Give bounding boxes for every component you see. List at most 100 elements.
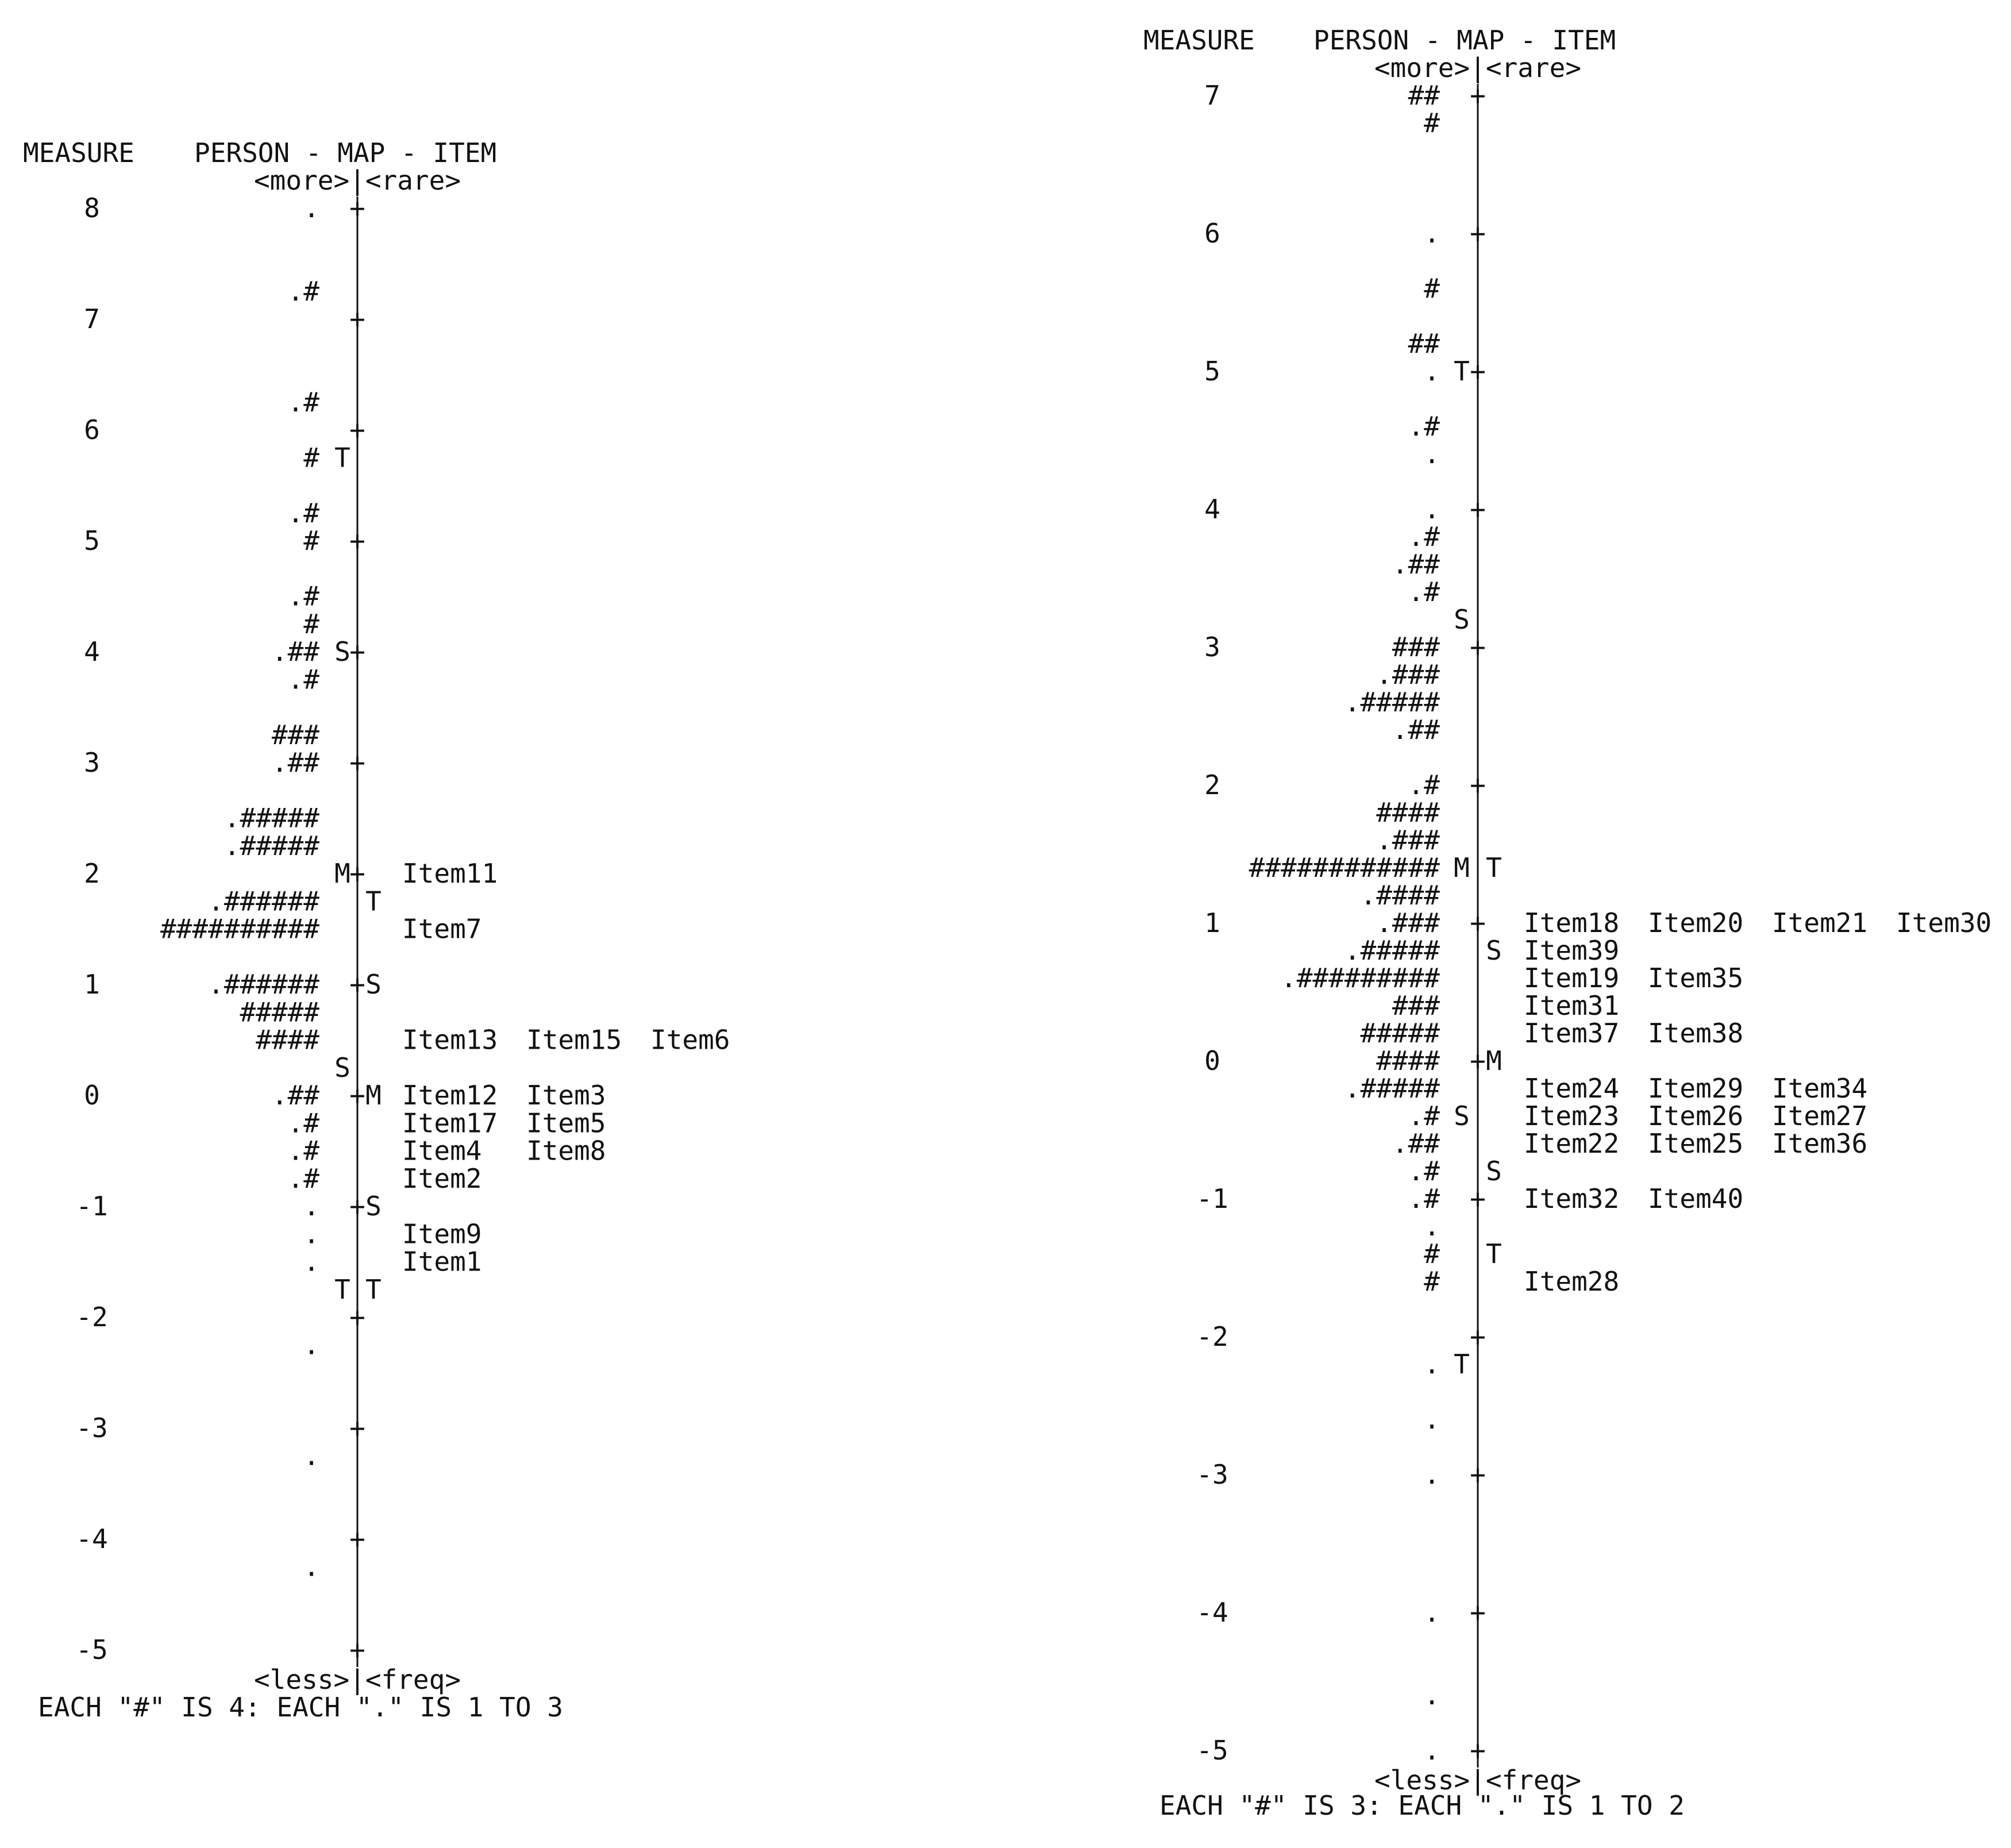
measure-tick-label: -5 — [76, 1634, 107, 1665]
person-distribution: # — [1424, 107, 1440, 138]
person-distribution: .## — [1392, 1128, 1440, 1159]
measure-tick-label: 0 — [84, 1080, 100, 1111]
person-distribution: . — [303, 1246, 319, 1277]
scale-footnote: EACH "#" IS 4: EACH "." IS 1 TO 3 — [38, 1692, 563, 1723]
measure-tick-label: 1 — [1204, 907, 1220, 938]
item-label: Item29 — [1648, 1073, 1743, 1104]
axis-tick-mark: + — [1470, 769, 1486, 800]
person-distribution: .# — [288, 276, 320, 307]
person-distribution: #### — [256, 1025, 319, 1056]
person-distribution: . — [1424, 356, 1440, 387]
person-stat-marker: S — [1454, 1100, 1470, 1131]
person-distribution: .# — [288, 1135, 320, 1166]
more-rare-label: <more>|<rare> — [1374, 52, 1581, 84]
person-distribution: .# — [1408, 769, 1440, 800]
item-label: Item13 — [402, 1025, 498, 1056]
item-label: Item25 — [1648, 1128, 1743, 1159]
item-label: Item17 — [402, 1107, 498, 1138]
measure-header: MEASURE — [1143, 25, 1255, 56]
item-label: Item15 — [526, 1025, 622, 1056]
item-label: Item37 — [1524, 1018, 1619, 1049]
axis-tick-mark: + — [349, 1302, 365, 1333]
measure-tick-label: -3 — [76, 1412, 107, 1443]
person-distribution: # — [303, 609, 319, 640]
axis-tick-mark: + — [349, 969, 365, 1000]
item-label: Item21 — [1772, 907, 1867, 938]
person-distribution: .## — [1392, 549, 1440, 580]
person-distribution: .###### — [208, 969, 319, 1000]
person-distribution: .# — [1408, 521, 1440, 552]
item-label: Item2 — [402, 1163, 481, 1194]
person-stat-marker: T — [334, 442, 350, 473]
person-distribution: . — [303, 1191, 319, 1222]
less-freq-label: <less>|<freq> — [254, 1664, 461, 1696]
person-distribution: .##### — [1344, 1073, 1440, 1104]
person-distribution: ##### — [1361, 1018, 1440, 1049]
measure-tick-label: -4 — [1196, 1597, 1228, 1628]
person-distribution: .# — [1408, 411, 1440, 442]
item-label: Item38 — [1648, 1018, 1743, 1049]
axis-tick-mark: + — [1470, 494, 1486, 525]
item-stat-marker: M — [1486, 1045, 1502, 1076]
person-distribution: . — [1424, 1597, 1440, 1628]
scale-footnote: EACH "#" IS 3: EACH "." IS 1 TO 2 — [1159, 1790, 1685, 1821]
person-stat-marker: T — [1454, 1349, 1470, 1380]
measure-tick-label: 4 — [1204, 494, 1220, 525]
person-distribution: .# — [288, 1107, 320, 1138]
person-distribution: .##### — [224, 803, 319, 834]
item-label: Item6 — [650, 1025, 730, 1056]
person-distribution: .##### — [224, 830, 319, 861]
person-stat-marker: S — [1454, 604, 1470, 635]
axis-tick-mark: + — [349, 303, 365, 334]
item-label: Item26 — [1648, 1100, 1743, 1131]
person-distribution: .# — [288, 581, 320, 612]
measure-tick-label: 8 — [84, 192, 100, 224]
axis-tick-mark: + — [1470, 1183, 1486, 1214]
item-label: Item19 — [1524, 962, 1619, 994]
item-label: Item40 — [1648, 1183, 1743, 1214]
person-stat-marker: M — [1454, 852, 1470, 883]
person-distribution: . — [1424, 1735, 1440, 1766]
axis-tick-mark: + — [349, 1523, 365, 1554]
person-distribution: . — [1424, 1404, 1440, 1435]
axis-tick-mark: + — [1470, 1045, 1486, 1076]
measure-tick-label: 4 — [84, 636, 100, 667]
person-distribution: #### — [1376, 797, 1440, 828]
measure-tick-label: -2 — [76, 1302, 107, 1333]
item-label: Item11 — [402, 858, 498, 889]
person-distribution: .# — [1408, 1183, 1440, 1214]
person-distribution: . — [1424, 494, 1440, 525]
measure-tick-label: 6 — [84, 414, 100, 445]
axis-tick-mark: + — [349, 636, 365, 667]
person-distribution: .## — [272, 636, 319, 667]
axis-tick-mark: + — [1470, 907, 1486, 938]
person-distribution: . — [1424, 1349, 1440, 1380]
person-distribution: .### — [1376, 659, 1440, 690]
axis-tick-mark: + — [1470, 1735, 1486, 1766]
item-label: Item5 — [526, 1107, 606, 1138]
person-distribution: ### — [1392, 990, 1440, 1021]
item-label: Item34 — [1772, 1073, 1867, 1104]
person-distribution: ########## — [160, 914, 319, 945]
person-distribution: ## — [1408, 328, 1440, 359]
person-distribution: .## — [1392, 714, 1440, 745]
axis-tick-mark: + — [1470, 1459, 1486, 1490]
person-distribution: #### — [1376, 1045, 1440, 1076]
item-label: Item27 — [1772, 1100, 1867, 1131]
person-distribution: ## — [1408, 80, 1440, 111]
person-distribution: .###### — [208, 886, 319, 917]
item-stat-marker: T — [1486, 1238, 1502, 1269]
person-distribution: .# — [1408, 1156, 1440, 1187]
axis-tick-mark: + — [1470, 356, 1486, 387]
person-distribution: # — [303, 525, 319, 556]
measure-tick-label: 5 — [84, 525, 100, 556]
measure-tick-label: 7 — [84, 303, 100, 334]
person-stat-marker: T — [1454, 356, 1470, 387]
measure-tick-label: 6 — [1204, 218, 1220, 249]
person-distribution: . — [303, 192, 319, 224]
measure-tick-label: -3 — [1196, 1459, 1228, 1490]
item-label: Item3 — [526, 1080, 606, 1111]
item-label: Item20 — [1648, 907, 1743, 938]
